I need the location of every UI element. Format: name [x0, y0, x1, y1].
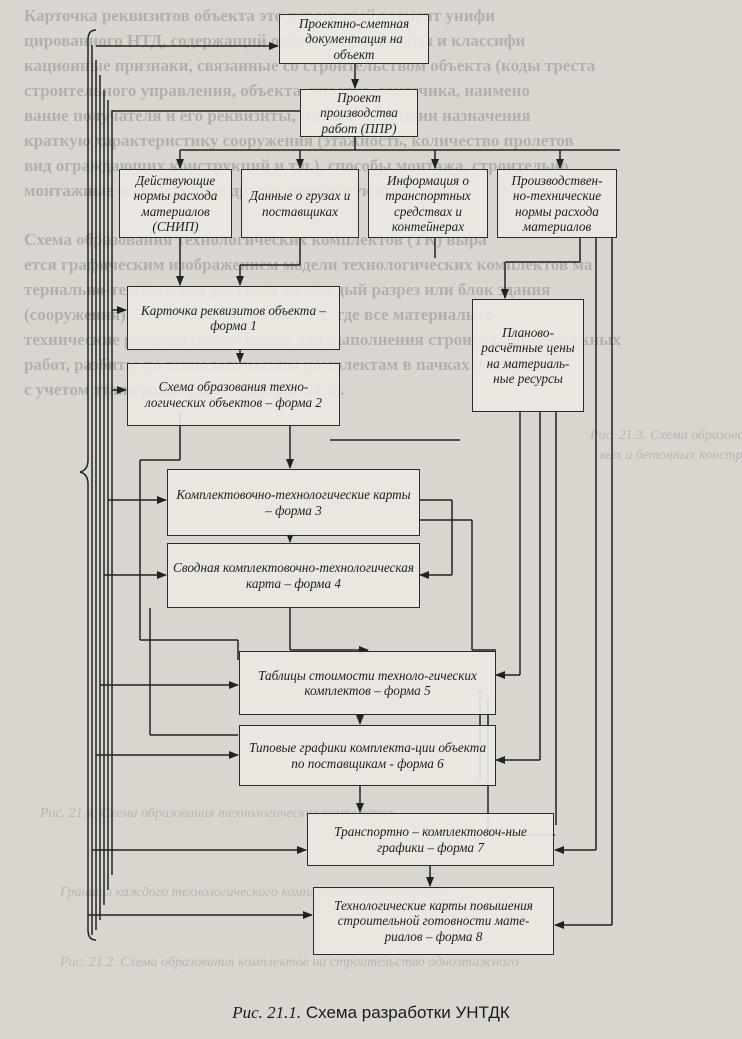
node-f5: Таблицы стоимости техноло-гических компл…: [239, 651, 496, 715]
node-f3: Комплектовочно-технологические карты – ф…: [167, 469, 420, 536]
node-transp: Информация о транспортных средствах и ко…: [368, 169, 488, 238]
node-f6: Типовые графики комплекта-ции объекта по…: [239, 725, 496, 786]
node-proizv-label: Производствен-но-технические нормы расхо…: [511, 172, 603, 235]
figure-caption: Рис. 21.1. Схема разработки УНТДК: [0, 1003, 742, 1023]
node-ceny: Планово-расчётные цены на материаль-ные …: [472, 299, 584, 412]
left-brace: [79, 29, 97, 941]
caption-text: Схема разработки УНТДК: [305, 1003, 510, 1022]
node-ceny-label: Планово-расчётные цены на материаль-ные …: [481, 324, 575, 387]
node-f8: Технологические карты повышения строител…: [313, 887, 554, 955]
node-f6-label: Типовые графики комплекта-ции объекта по…: [248, 740, 487, 771]
node-f4: Сводная комплектовочно-технологическая к…: [167, 543, 420, 608]
node-f1: Карточка реквизитов объекта – форма 1: [127, 286, 340, 350]
node-f7-label: Транспортно – комплектовоч-ные графики –…: [334, 824, 527, 855]
node-psd: Проектно-сметная документация на объект: [279, 14, 429, 64]
node-snip: Действующие нормы расхода материалов (СН…: [119, 169, 232, 238]
node-f3-label: Комплектовочно-технологические карты – ф…: [176, 487, 411, 518]
node-snip-label: Действующие нормы расхода материалов (СН…: [133, 172, 218, 235]
node-f1-label: Карточка реквизитов объекта – форма 1: [141, 302, 326, 334]
node-f4-label: Сводная комплектовочно-технологическая к…: [173, 560, 414, 591]
node-f2: Схема образования техно-логических объек…: [127, 363, 340, 426]
caption-prefix: Рис. 21.1.: [232, 1003, 302, 1022]
node-transp-label: Информация о транспортных средствах и ко…: [385, 172, 471, 235]
node-gruz: Данные о грузах и поставщиках: [241, 169, 359, 238]
node-ppr-label: Проект производства работ (ППР): [320, 89, 398, 136]
node-f8-label: Технологические карты повышения строител…: [334, 897, 533, 944]
node-gruz-label: Данные о грузах и поставщиках: [249, 188, 351, 219]
node-psd-label: Проектно-сметная документация на объект: [298, 15, 410, 62]
node-proizv: Производствен-но-технические нормы расхо…: [497, 169, 617, 238]
node-f2-label: Схема образования техно-логических объек…: [144, 379, 323, 410]
node-f5-label: Таблицы стоимости техноло-гических компл…: [258, 667, 477, 699]
node-f7: Транспортно – комплектовоч-ные графики –…: [307, 813, 554, 866]
node-ppr: Проект производства работ (ППР): [300, 89, 418, 137]
